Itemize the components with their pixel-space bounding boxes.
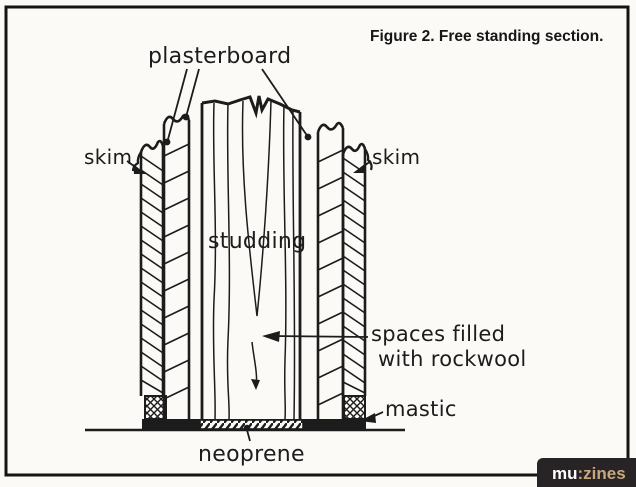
- rockwool-arrow: [262, 331, 369, 342]
- wood-grain: [212, 99, 296, 420]
- skim-left-label: skim: [84, 145, 132, 169]
- rockwool-label-line2: with rockwool: [378, 347, 527, 371]
- figure-border: [4, 5, 630, 477]
- skim-left-arrow: [126, 160, 146, 174]
- plasterboard-label: plasterboard: [148, 44, 291, 69]
- neoprene-leader: [243, 424, 251, 442]
- figure-caption: Figure 2. Free standing section.: [370, 28, 603, 45]
- studding-shape: [200, 95, 302, 420]
- skim-right-label: skim: [372, 145, 420, 169]
- leader-dot: [163, 138, 171, 146]
- studding-label: studding: [208, 229, 306, 254]
- right-outer-plasterboard: [341, 142, 373, 396]
- mastic-arrow: [360, 411, 384, 423]
- mastic-label: mastic: [385, 397, 457, 421]
- svg-text:mu:zines: mu:zines: [552, 464, 626, 483]
- watermark-mu: mu: [552, 464, 578, 483]
- neoprene-strip: [199, 419, 304, 430]
- watermark-zines: :zines: [578, 464, 626, 483]
- mastic-left-block: [144, 395, 167, 420]
- leader-dot: [182, 113, 190, 121]
- plasterboard-leader-lines: [166, 68, 309, 144]
- rockwool-label-line1: spaces filled: [371, 322, 505, 346]
- left-inner-plasterboard: [162, 113, 191, 419]
- wood-grain-hook: [251, 379, 260, 390]
- neoprene-label: neoprene: [198, 442, 305, 467]
- leader-dot: [304, 133, 312, 141]
- mastic-right-block: [343, 395, 366, 420]
- skim-right-arrow: [353, 160, 372, 173]
- muzines-watermark: mu:zines: [537, 458, 636, 487]
